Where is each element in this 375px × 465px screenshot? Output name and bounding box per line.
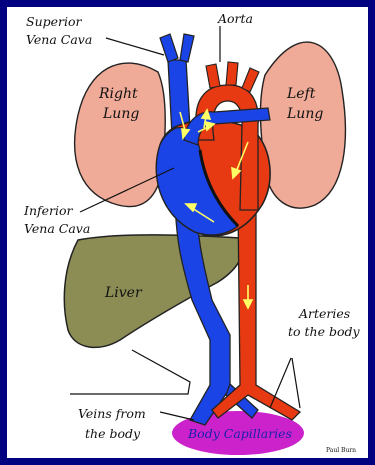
label-liver: Liver bbox=[104, 285, 143, 301]
label-superior-vena-cava-line2: Vena Cava bbox=[26, 32, 92, 47]
label-veins-line1: Veins from bbox=[78, 406, 146, 421]
aorta-branch-2 bbox=[226, 62, 238, 85]
label-arteries-line2: to the body bbox=[288, 324, 360, 339]
label-left-lung-line1: Left bbox=[286, 86, 316, 102]
label-right-lung-line1: Right bbox=[98, 86, 138, 102]
svc-branch-right bbox=[180, 34, 194, 62]
label-left-lung-line2: Lung bbox=[286, 106, 323, 122]
right-lung bbox=[75, 63, 166, 207]
label-arteries-line1: Arteries bbox=[298, 306, 350, 321]
aorta-branch-1 bbox=[206, 64, 220, 88]
svc-branch-left bbox=[160, 34, 178, 62]
left-lung bbox=[260, 42, 345, 208]
circulation-diagram: Superior Vena Cava Aorta Right Lung Left… bbox=[7, 7, 368, 458]
label-inferior-vena-cava-line1: Inferior bbox=[23, 203, 74, 218]
label-superior-vena-cava-line1: Superior bbox=[26, 14, 83, 29]
signature: Paul Burn bbox=[326, 447, 356, 454]
label-veins-line2: the body bbox=[85, 426, 141, 441]
aorta-branch-3 bbox=[242, 68, 259, 92]
label-inferior-vena-cava-line2: Vena Cava bbox=[24, 221, 90, 236]
diagram-frame: Superior Vena Cava Aorta Right Lung Left… bbox=[7, 7, 368, 458]
label-right-lung-line2: Lung bbox=[102, 106, 139, 122]
label-aorta: Aorta bbox=[217, 11, 253, 26]
label-body-capillaries: Body Capillaries bbox=[187, 426, 292, 441]
